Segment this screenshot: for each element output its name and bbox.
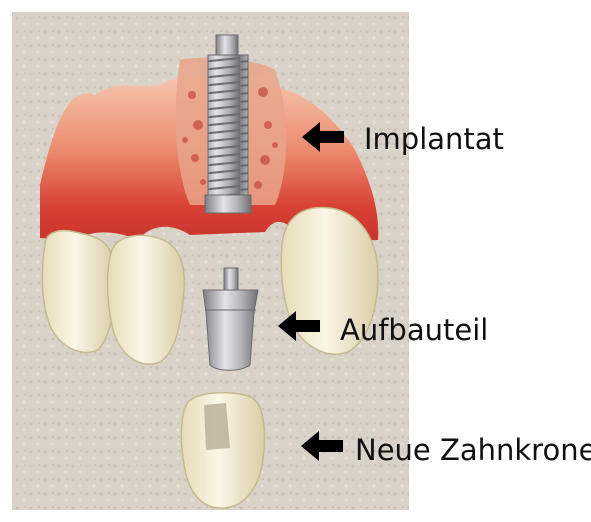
label-implant: Implantat bbox=[364, 125, 504, 154]
abutment-post bbox=[224, 268, 238, 290]
arrow-left-icon bbox=[299, 429, 345, 463]
implant-collar bbox=[205, 195, 251, 213]
arrow-left-icon bbox=[300, 120, 346, 154]
abutment-body bbox=[203, 290, 258, 370]
implant-screw bbox=[208, 55, 248, 195]
implant-head bbox=[216, 35, 238, 55]
arrow-left-icon bbox=[276, 309, 322, 343]
crown-cavity bbox=[204, 403, 230, 450]
tooth-left-2 bbox=[108, 235, 185, 364]
label-abutment: Aufbauteil bbox=[340, 316, 488, 345]
label-new-crown: Neue Zahnkrone bbox=[355, 436, 591, 465]
